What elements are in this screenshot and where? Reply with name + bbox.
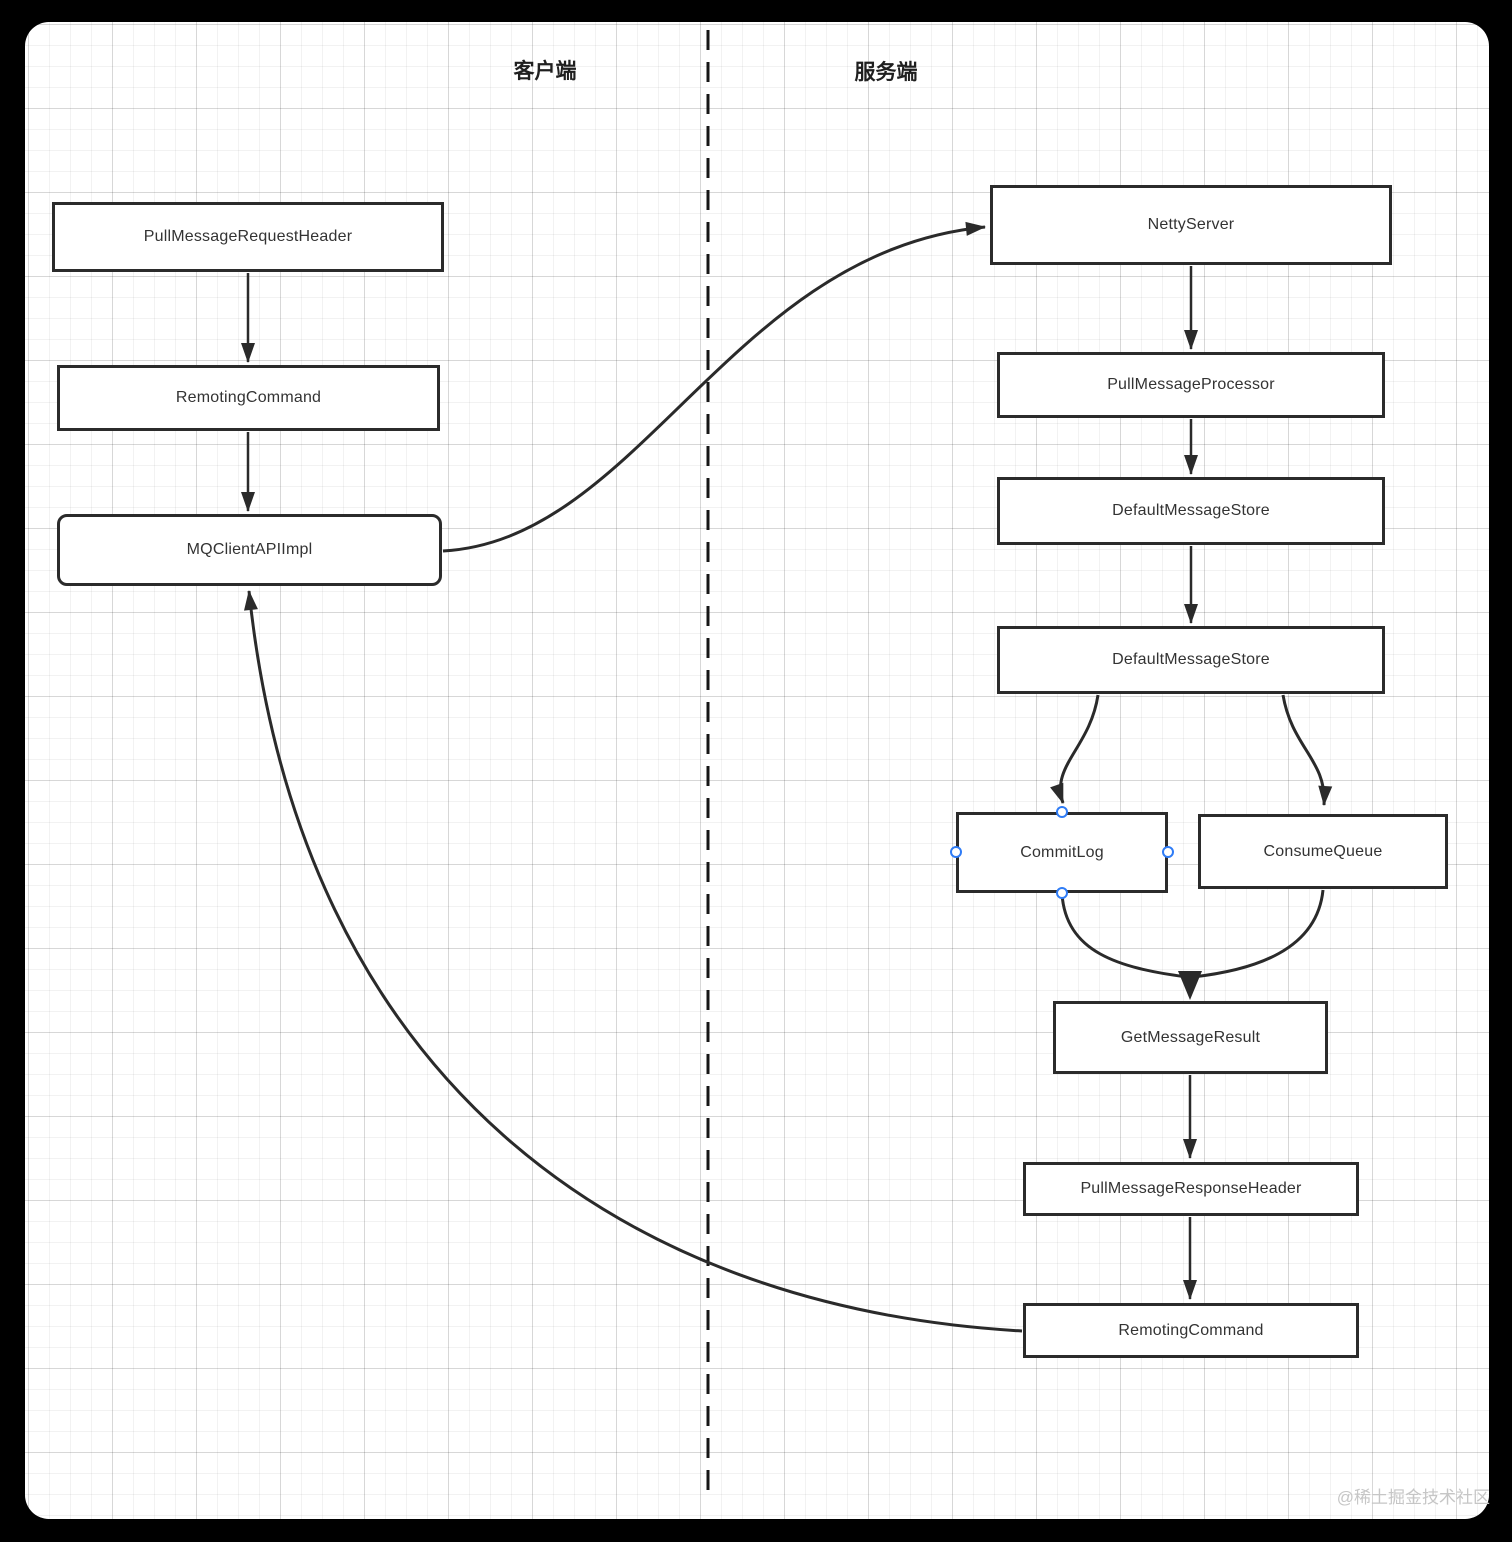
node-label: PullMessageRequestHeader <box>143 228 353 245</box>
node-pull-message-request-header[interactable]: PullMessageRequestHeader <box>52 202 444 272</box>
node-label: RemotingCommand <box>1118 1321 1264 1339</box>
node-remoting-command-client[interactable]: RemotingCommand <box>57 365 440 431</box>
node-label: GetMessageResult <box>1120 1028 1261 1046</box>
node-label: DefaultMessageStore <box>1112 502 1270 519</box>
node-label: MQClientAPIImpl <box>186 541 313 558</box>
section-title-client[interactable]: 客户端 <box>513 60 577 83</box>
connection-point-left[interactable] <box>950 846 962 858</box>
node-label: ConsumeQueue <box>1263 842 1383 860</box>
node-consume-queue[interactable]: ConsumeQueue <box>1198 814 1448 889</box>
node-pull-message-processor[interactable]: PullMessageProcessor <box>997 352 1385 418</box>
node-default-message-store-2[interactable]: DefaultMessageStore <box>997 626 1385 694</box>
node-get-message-result[interactable]: GetMessageResult <box>1053 1001 1328 1074</box>
node-label: DefaultMessageStore <box>1112 651 1270 668</box>
node-label: RemotingCommand <box>175 389 322 406</box>
section-title-server[interactable]: 服务端 <box>854 61 918 84</box>
node-remoting-command-server[interactable]: RemotingCommand <box>1023 1303 1359 1358</box>
connection-point-right[interactable] <box>1162 846 1174 858</box>
node-mq-client-api-impl[interactable]: MQClientAPIImpl <box>57 514 442 586</box>
node-label: CommitLog <box>1020 843 1104 861</box>
node-default-message-store-1[interactable]: DefaultMessageStore <box>997 477 1385 545</box>
node-label: NettyServer <box>1147 216 1235 233</box>
node-label: PullMessageResponseHeader <box>1080 1180 1302 1197</box>
connection-point-bottom[interactable] <box>1056 887 1068 899</box>
node-netty-server[interactable]: NettyServer <box>990 185 1392 265</box>
node-pull-message-response-header[interactable]: PullMessageResponseHeader <box>1023 1162 1359 1216</box>
node-commit-log[interactable]: CommitLog <box>956 812 1168 893</box>
connection-point-top[interactable] <box>1056 806 1068 818</box>
node-label: PullMessageProcessor <box>1107 376 1275 393</box>
watermark: @稀土掘金技术社区 <box>1336 1488 1490 1507</box>
